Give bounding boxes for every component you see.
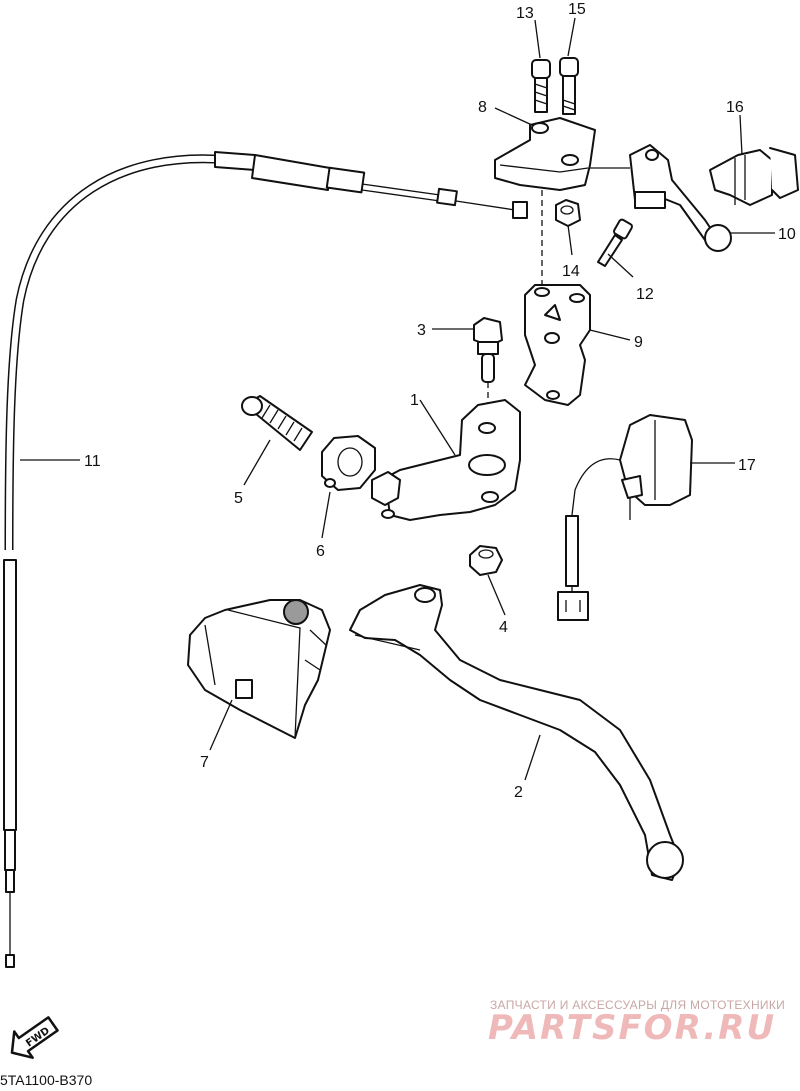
callout-11: 11 <box>84 453 101 470</box>
callout-12: 12 <box>636 286 654 303</box>
part-9-bracket <box>524 284 591 406</box>
part-3-bolt <box>473 317 503 383</box>
callout-1: 1 <box>410 392 419 409</box>
callout-8: 8 <box>478 99 487 116</box>
callout-15: 15 <box>568 1 586 18</box>
part-16-perch <box>709 147 799 206</box>
callout-10: 10 <box>778 226 796 243</box>
callout-6: 6 <box>316 543 325 560</box>
callout-labels: 13 15 8 16 10 14 12 9 3 1 11 17 5 6 4 7 … <box>84 1 796 801</box>
part-14-nut <box>555 199 581 227</box>
part-7-cover <box>187 599 331 739</box>
part-11-clutch-cable <box>3 151 528 968</box>
part-13-bolt <box>531 59 551 113</box>
part-15-bolt <box>559 57 579 115</box>
part-10-lever <box>629 144 732 252</box>
part-6-nut <box>321 435 376 491</box>
callout-2: 2 <box>514 784 523 801</box>
diagram-code: 5TA1100-B370 <box>0 1072 93 1088</box>
part-1-holder <box>371 399 521 521</box>
leader-lines <box>20 17 775 781</box>
callout-9: 9 <box>634 334 643 351</box>
callout-16: 16 <box>726 99 744 116</box>
part-2-clutch-lever <box>349 584 684 881</box>
part-17-switch <box>557 414 693 621</box>
watermark-brand: PARTSFOR.RU <box>488 1008 777 1048</box>
callout-5: 5 <box>234 490 243 507</box>
watermark-tagline: ЗАПЧАСТИ И АКСЕССУАРЫ ДЛЯ МОТОТЕХНИКИ <box>490 998 786 1012</box>
part-5-adjuster <box>241 395 313 451</box>
part-4-nut <box>469 545 503 576</box>
callout-7: 7 <box>200 754 209 771</box>
callout-13: 13 <box>516 5 534 22</box>
callout-14: 14 <box>562 263 580 280</box>
fwd-arrow-icon: FWD <box>10 1016 59 1059</box>
callout-17: 17 <box>738 457 756 474</box>
part-12-screw <box>597 218 633 267</box>
callout-4: 4 <box>499 619 508 636</box>
part-8-clamp-upper <box>494 117 596 191</box>
callout-3: 3 <box>417 322 426 339</box>
